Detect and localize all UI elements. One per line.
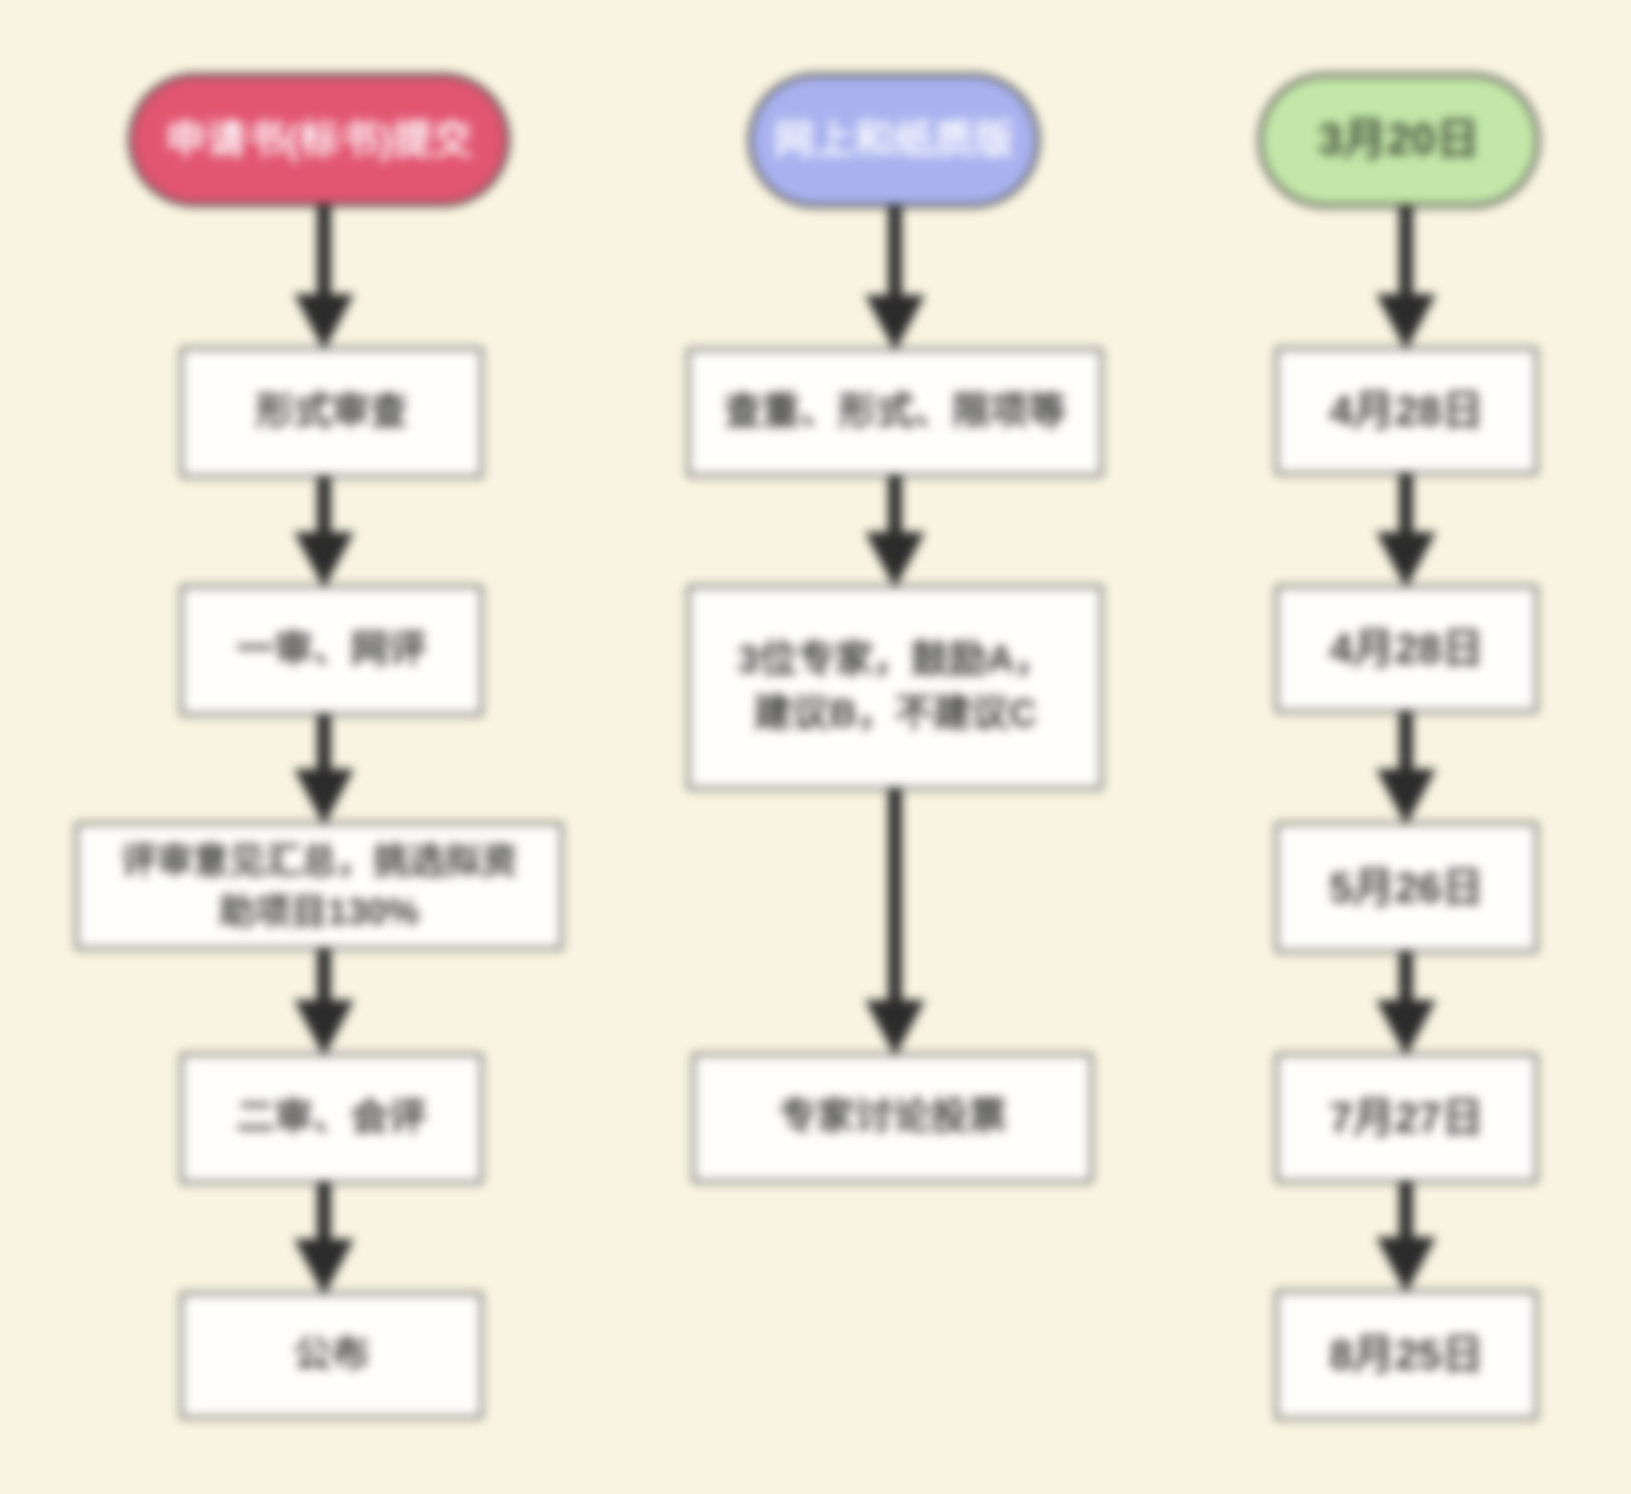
formal-review-node: 形式审查 bbox=[180, 347, 483, 478]
down-arrow bbox=[1376, 951, 1436, 1056]
date-node-4: 7月27日 bbox=[1275, 1053, 1538, 1183]
dup-format-check-node: 查重、形式、限项等 bbox=[687, 348, 1103, 477]
down-arrow bbox=[865, 788, 925, 1056]
date-node-5: 8月25日 bbox=[1275, 1290, 1538, 1420]
three-experts-node: 3位专家，鼓励A， 建议B，不建议C bbox=[687, 585, 1103, 790]
date-node-1: 4月28日 bbox=[1275, 347, 1538, 475]
date-node-2: 4月28日 bbox=[1275, 585, 1538, 713]
down-arrow bbox=[1376, 711, 1436, 825]
down-arrow bbox=[294, 204, 354, 350]
down-arrow bbox=[294, 714, 354, 825]
first-review-node: 一审、网评 bbox=[180, 585, 483, 716]
expert-vote-node: 专家讨论投票 bbox=[692, 1053, 1093, 1183]
down-arrow bbox=[865, 205, 925, 351]
down-arrow bbox=[1376, 473, 1436, 588]
timeline-header-node: 3月20日 bbox=[1258, 73, 1540, 208]
down-arrow bbox=[294, 476, 354, 588]
down-arrow bbox=[1376, 205, 1436, 350]
down-arrow bbox=[294, 948, 354, 1056]
online-paper-header-node: 网上和纸质版 bbox=[748, 73, 1040, 208]
down-arrow bbox=[865, 475, 925, 588]
announce-node: 公布 bbox=[180, 1292, 483, 1419]
down-arrow bbox=[1376, 1181, 1436, 1293]
review-summary-node: 评审意见汇总，挑选拟资 助项目130% bbox=[75, 822, 563, 950]
submission-header-node: 申请书(标书)提交 bbox=[128, 73, 510, 207]
second-review-node: 二审、会评 bbox=[180, 1053, 483, 1184]
down-arrow bbox=[294, 1181, 354, 1295]
date-node-3: 5月26日 bbox=[1275, 822, 1538, 953]
